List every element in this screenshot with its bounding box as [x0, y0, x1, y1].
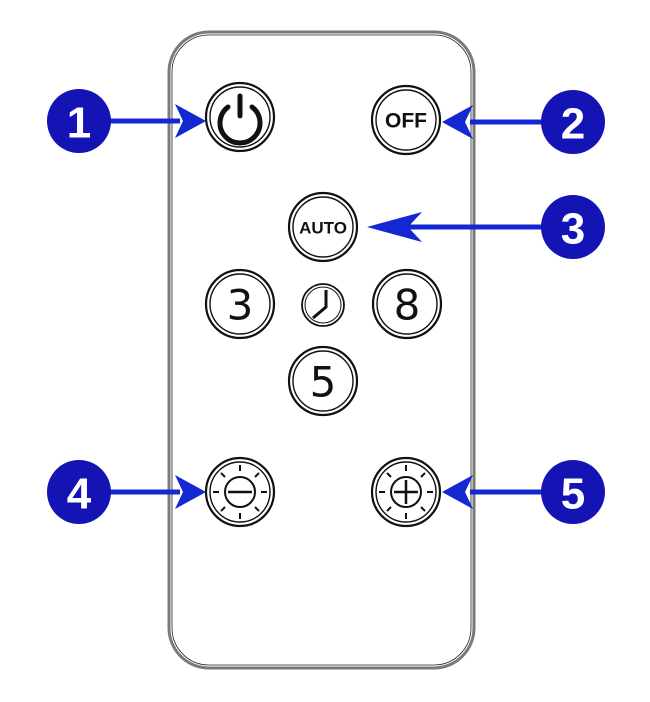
svg-text:4: 4	[67, 470, 92, 519]
callout-4: 4	[47, 460, 111, 524]
auto-button[interactable]: AUTO	[287, 191, 359, 263]
callout-5: 5	[541, 460, 605, 524]
svg-text:3: 3	[561, 205, 585, 254]
svg-text:1: 1	[67, 99, 91, 148]
timer-8-button[interactable]: 8	[371, 268, 443, 340]
clock-icon	[301, 283, 345, 327]
arrow-1	[110, 104, 206, 138]
arrow-5	[442, 475, 545, 509]
timer-3-label: 3	[227, 281, 254, 330]
remote-body-inner-edge	[171, 34, 472, 666]
callout-1: 1	[47, 89, 111, 153]
timer-5-button[interactable]: 5	[287, 345, 359, 417]
callout-3: 3	[541, 195, 605, 259]
svg-text:2: 2	[561, 100, 585, 149]
brightness-minus-icon	[212, 464, 268, 520]
off-label: OFF	[385, 110, 427, 133]
arrow-3	[367, 212, 545, 242]
arrow-4	[110, 475, 206, 509]
power-icon	[217, 93, 263, 146]
brightness-up-button[interactable]	[370, 456, 442, 528]
auto-label: AUTO	[299, 219, 347, 238]
timer-8-label: 8	[394, 281, 421, 330]
callout-2: 2	[541, 90, 605, 154]
svg-text:5: 5	[561, 470, 585, 519]
power-button[interactable]	[204, 81, 276, 153]
timer-3-button[interactable]: 3	[204, 268, 276, 340]
arrow-2	[442, 105, 545, 139]
brightness-down-button[interactable]	[204, 456, 276, 528]
timer-5-label: 5	[310, 358, 337, 407]
off-button[interactable]: OFF	[370, 84, 442, 156]
brightness-plus-icon	[378, 464, 434, 520]
